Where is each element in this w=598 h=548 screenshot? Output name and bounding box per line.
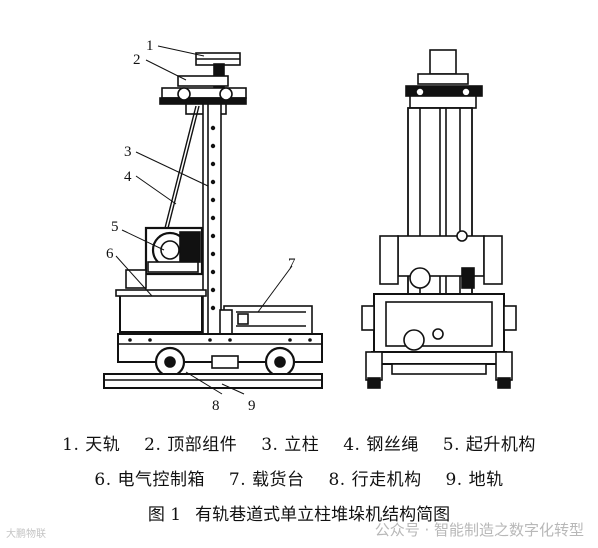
callout-8: 8 xyxy=(212,398,220,414)
legend-item: 6. 电气控制箱 xyxy=(94,470,206,490)
stacker-crane-drawing: 1 2 3 4 5 6 7 8 9 xyxy=(103,38,517,414)
front-top-assembly xyxy=(405,49,483,109)
hoisting-mechanism xyxy=(125,226,204,289)
top-assembly xyxy=(159,63,247,115)
callout-6: 6 xyxy=(106,246,114,262)
callout-3: 3 xyxy=(124,144,132,160)
callout-labels: 1 2 3 4 5 6 7 8 9 xyxy=(106,38,296,414)
front-view xyxy=(361,49,517,389)
watermark-left: 大鹏物联 xyxy=(6,529,46,540)
callout-4: 4 xyxy=(124,169,132,185)
front-hoist xyxy=(379,230,503,289)
ground-rail xyxy=(103,373,323,389)
legend-item: 3. 立柱 xyxy=(261,435,320,455)
side-view xyxy=(103,45,323,395)
callout-2: 2 xyxy=(133,52,141,68)
legend-item: 9. 地轨 xyxy=(445,470,504,490)
legend-row-1: 1. 天轨 2. 顶部组件 3. 立柱 4. 钢丝绳 5. 起升机构 xyxy=(0,430,598,455)
legend-item: 7. 载货台 xyxy=(228,470,305,490)
callout-5: 5 xyxy=(111,219,119,235)
wire-rope xyxy=(163,105,200,233)
legend-item: 2. 顶部组件 xyxy=(144,435,238,455)
front-frame xyxy=(361,293,517,353)
figure-caption: 图 1 有轨巷道式单立柱堆垛机结构简图 xyxy=(0,500,598,525)
cargo-platform xyxy=(219,305,313,335)
electric-control-box xyxy=(115,289,207,333)
legend-item: 5. 起升机构 xyxy=(442,435,536,455)
figure-title: 有轨巷道式单立柱堆垛机结构简图 xyxy=(195,505,451,525)
legend-item: 1. 天轨 xyxy=(62,435,121,455)
legend-item: 8. 行走机构 xyxy=(328,470,422,490)
legend-row-2: 6. 电气控制箱 7. 载货台 8. 行走机构 9. 地轨 xyxy=(0,465,598,490)
leader-lines-side xyxy=(115,45,293,395)
callout-1: 1 xyxy=(146,38,154,54)
figure-number: 图 1 xyxy=(147,505,182,525)
callout-7: 7 xyxy=(288,256,296,272)
front-lower-beam xyxy=(371,351,507,375)
top-rail xyxy=(195,52,241,66)
travel-mechanism xyxy=(154,346,296,378)
front-wheels xyxy=(365,351,513,389)
callout-9: 9 xyxy=(248,398,256,414)
legend-item: 4. 钢丝绳 xyxy=(343,435,419,455)
mast xyxy=(202,103,222,337)
watermark-right: 公众号 · 智能制造之数字化转型 xyxy=(374,521,584,539)
